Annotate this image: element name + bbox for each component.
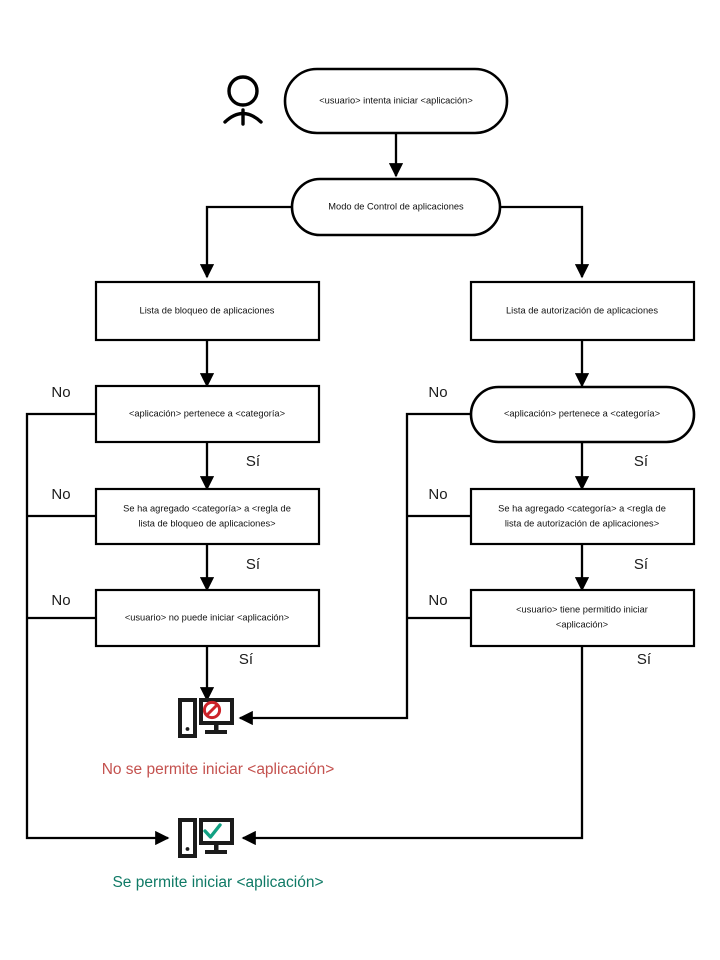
node-deny-user-label: <usuario> no puede iniciar <aplicación> xyxy=(125,612,289,622)
edge-label-allow-rule-yes: Sí xyxy=(634,556,649,573)
node-allow-user[interactable]: <usuario> tiene permitido iniciar <aplic… xyxy=(469,588,696,648)
edge-allow-category-no xyxy=(238,412,471,726)
usuario-actor-icon xyxy=(223,75,263,126)
node-allow-user-label-line1: <usuario> tiene permitido iniciar xyxy=(516,604,648,614)
edge-deny-category-no xyxy=(25,412,170,846)
node-deny-category-label: <aplicación> pertenece a <categoría> xyxy=(129,408,285,418)
node-allow-rule-label-line2: lista de autorización de aplicaciones> xyxy=(505,518,659,528)
node-deny-user[interactable]: <usuario> no puede iniciar <aplicación> xyxy=(94,588,321,648)
node-allow-user-label-line2: <aplicación> xyxy=(556,619,608,629)
edge-mode-to-deny-list xyxy=(199,205,292,279)
edge-label-allow-user-no: No xyxy=(428,592,447,609)
node-deny-rule-label-line1: Se ha agregado <categoría> a <regla de xyxy=(123,503,291,513)
node-deny-rule-label-line2: lista de bloqueo de aplicaciones> xyxy=(138,518,275,528)
node-deny-category[interactable]: <aplicación> pertenece a <categoría> xyxy=(94,384,321,444)
node-allow-list-label: Lista de autorización de aplicaciones xyxy=(506,305,658,315)
node-allow-list[interactable]: Lista de autorización de aplicaciones xyxy=(469,280,696,342)
edge-label-deny-category-no: No xyxy=(51,384,70,401)
node-allow-rule[interactable]: Se ha agregado <categoría> a <regla de l… xyxy=(469,487,696,546)
node-mode[interactable]: Modo de Control de aplicaciones xyxy=(290,177,502,237)
node-deny-list[interactable]: Lista de bloqueo de aplicaciones xyxy=(94,280,321,342)
edge-label-deny-category-yes: Sí xyxy=(246,453,261,470)
node-start[interactable]: <usuario> intenta iniciar <aplicación> xyxy=(283,67,509,135)
node-deny-list-label: Lista de bloqueo de aplicaciones xyxy=(140,305,275,315)
edge-label-deny-rule-no: No xyxy=(51,486,70,503)
deny-outcome-caption: No se permite iniciar <aplicación> xyxy=(102,761,335,778)
allow-outcome-caption: Se permite iniciar <aplicación> xyxy=(112,874,323,891)
node-mode-label: Modo de Control de aplicaciones xyxy=(328,201,464,211)
node-allow-category[interactable]: <aplicación> pertenece a <categoría> xyxy=(469,385,696,444)
computer-blocked-icon xyxy=(178,698,234,738)
edge-label-allow-category-no: No xyxy=(428,384,447,401)
edge-label-deny-user-no: No xyxy=(51,592,70,609)
edge-allow-user-yes xyxy=(241,646,584,846)
node-start-label: <usuario> intenta iniciar <aplicación> xyxy=(319,95,473,105)
edge-label-allow-rule-no: No xyxy=(428,486,447,503)
edge-mode-to-allow-list xyxy=(500,205,590,279)
edge-label-allow-user-yes: Sí xyxy=(637,651,652,668)
computer-allowed-icon xyxy=(178,818,234,858)
node-deny-rule[interactable]: Se ha agregado <categoría> a <regla de l… xyxy=(94,487,321,546)
node-allow-rule-label-line1: Se ha agregado <categoría> a <regla de xyxy=(498,503,666,513)
node-allow-category-label: <aplicación> pertenece a <categoría> xyxy=(504,408,660,418)
edge-label-deny-rule-yes: Sí xyxy=(246,556,261,573)
edge-label-deny-user-yes: Sí xyxy=(239,651,254,668)
edge-label-allow-category-yes: Sí xyxy=(634,453,649,470)
